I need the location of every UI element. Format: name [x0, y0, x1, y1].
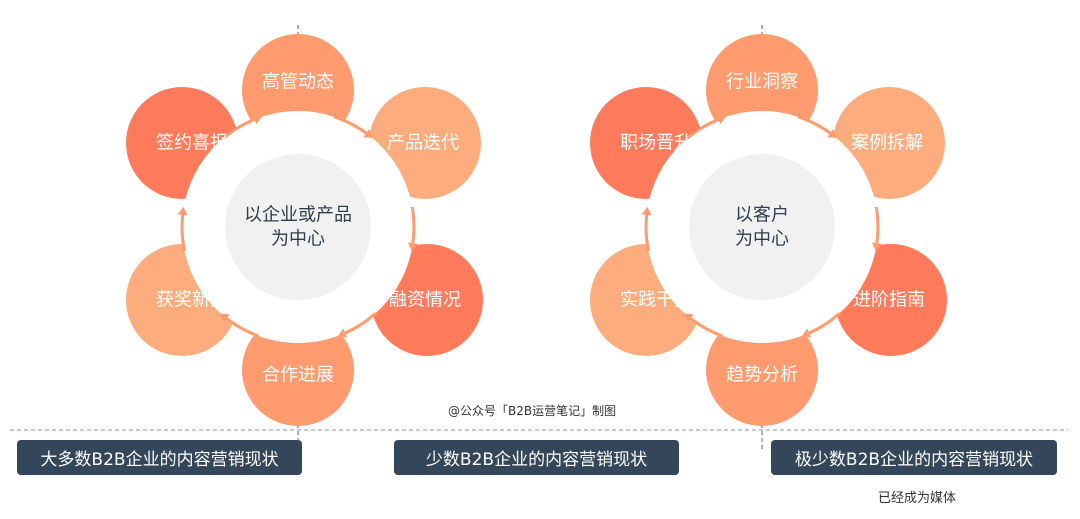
arrowhead-icon — [363, 129, 373, 138]
petal-label: 签约喜报 — [156, 133, 228, 154]
petal-label: 案例拆解 — [851, 133, 923, 154]
arrowhead-icon — [716, 114, 726, 125]
cycle-arrow — [410, 206, 416, 244]
cycle-arrow — [225, 317, 259, 338]
arrowhead-icon — [337, 328, 348, 338]
arrowhead-icon — [801, 328, 812, 338]
arrowhead-icon — [684, 313, 694, 323]
petal-label: 进阶指南 — [853, 290, 925, 311]
center-label: 为中心 — [271, 229, 325, 250]
petal-label: 实践干货 — [620, 290, 692, 311]
petal-label: 获奖新闻 — [156, 290, 228, 311]
cycle-arrow — [222, 118, 256, 140]
cycle-arrow — [333, 115, 368, 135]
arrowhead-icon — [252, 114, 262, 125]
arrowhead-icon — [827, 129, 837, 138]
center-circle — [225, 154, 371, 300]
cycle-arrow — [797, 115, 832, 135]
arrowhead-icon — [177, 206, 188, 216]
petal-label: 产品迭代 — [387, 133, 459, 154]
center-label: 以客户 — [735, 205, 789, 226]
center-label: 以企业或产品 — [244, 205, 352, 226]
caption-few: 极少数B2B企业的内容营销现状 — [771, 440, 1057, 475]
petal-circle — [242, 314, 354, 426]
petal-label: 职场晋升 — [620, 133, 692, 154]
arrowhead-icon — [641, 206, 652, 216]
watermark: @公众号「B2B运营笔记」制图 — [448, 404, 617, 418]
caption-majority: 大多数B2B企业的内容营销现状 — [17, 440, 302, 475]
arrowhead-icon — [871, 242, 882, 252]
cycle-arrow — [808, 312, 841, 335]
cycle-arrow — [344, 312, 377, 335]
arrowhead-icon — [407, 242, 418, 252]
petal-label: 融资情况 — [389, 290, 461, 311]
cycle-arrow — [874, 206, 880, 244]
petal-circle — [706, 314, 818, 426]
center-circle — [689, 154, 835, 300]
petal-label: 合作进展 — [262, 365, 334, 386]
arrowhead-icon — [220, 313, 230, 323]
caption-minority: 少数B2B企业的内容营销现状 — [394, 440, 679, 475]
petal-label: 高管动态 — [262, 72, 334, 93]
petal-label: 趋势分析 — [726, 365, 798, 386]
cycle-arrow — [689, 317, 723, 338]
petal-label: 行业洞察 — [726, 72, 798, 93]
footnote: 已经成为媒体 — [878, 491, 957, 506]
cycle-arrow — [644, 214, 651, 252]
cycle-arrow — [180, 214, 187, 252]
cycle-arrow — [686, 118, 720, 140]
center-label: 为中心 — [735, 229, 789, 250]
